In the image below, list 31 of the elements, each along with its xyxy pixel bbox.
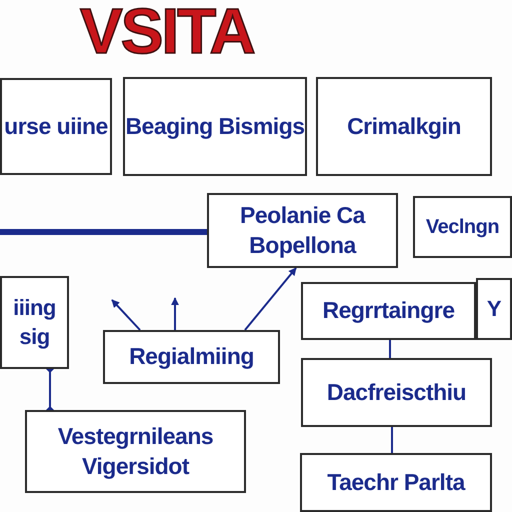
box-label: Regialmiing xyxy=(129,342,254,372)
process-box xyxy=(301,358,492,427)
process-box xyxy=(301,282,476,340)
box-label: Taechr Parlta xyxy=(327,468,465,497)
process-box xyxy=(476,278,512,340)
process-box xyxy=(207,193,398,268)
process-box xyxy=(0,78,112,175)
connector-line xyxy=(0,229,207,235)
box-label: Y xyxy=(486,294,502,323)
connector-line xyxy=(391,427,393,453)
arrow xyxy=(171,297,179,330)
connector-line xyxy=(389,340,391,358)
process-box xyxy=(413,196,512,258)
box-label: Regrrtaingre xyxy=(322,296,455,326)
box-label: urse uiine xyxy=(4,112,108,141)
box-label: Dacfreiscthiu xyxy=(326,378,466,407)
process-box xyxy=(103,330,280,384)
process-box xyxy=(0,276,69,369)
process-box xyxy=(300,453,492,512)
box-label: Crimalkgin xyxy=(347,112,461,141)
process-box xyxy=(123,77,307,176)
arrow xyxy=(111,299,141,331)
box-label: Veclngn xyxy=(426,215,500,240)
box-label: Vestegrnileans Vigersidot xyxy=(56,422,214,481)
process-box xyxy=(316,77,492,176)
process-box xyxy=(25,410,246,493)
box-label: iiing sig xyxy=(12,294,57,351)
title: VSITA xyxy=(80,0,254,68)
arrow xyxy=(244,267,297,331)
box-label: Peolanie Ca Bopellona xyxy=(239,200,366,260)
box-label: Beaging Bismigs xyxy=(125,112,305,141)
